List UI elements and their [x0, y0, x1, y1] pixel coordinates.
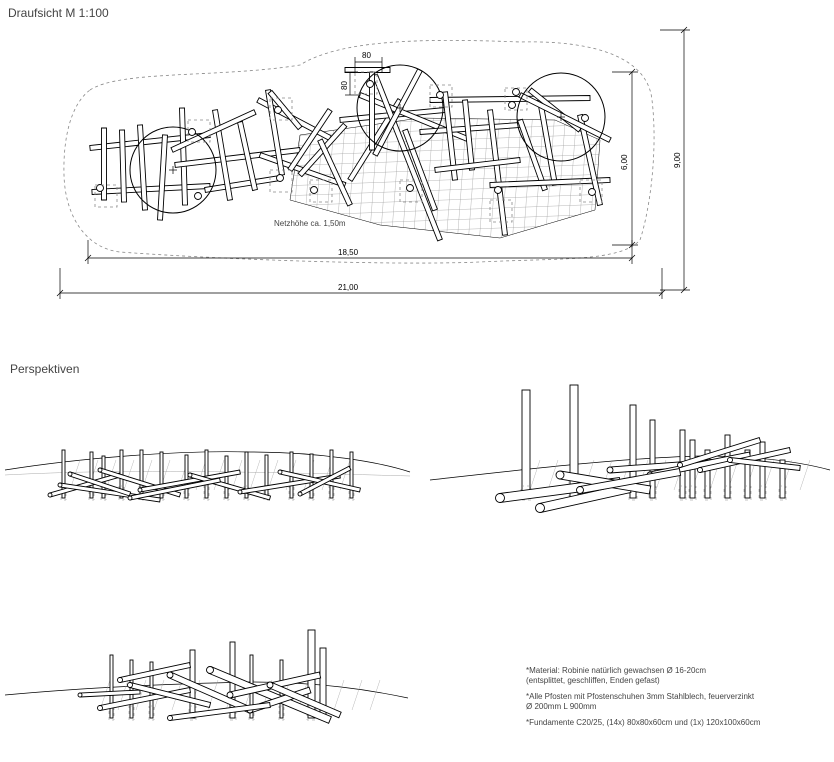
plan-posts: [96, 80, 596, 200]
plan-circles: [129, 64, 606, 214]
dim-total-depth: 9,00: [673, 152, 682, 168]
dim-post-width: 80: [362, 51, 371, 60]
perspectives-title: Perspektiven: [10, 362, 80, 376]
plan-title: Draufsicht M 1:100: [8, 6, 109, 20]
dim-total-length: 21,00: [338, 283, 359, 292]
plan-logs: [89, 67, 612, 242]
dim-net-length: 18,50: [338, 248, 359, 257]
note-posts-line1: *Alle Pfosten mit Pfostenschuhen 3mm Sta…: [526, 692, 755, 701]
notes-block: *Material: Robinie natürlich gewachsen Ø…: [526, 666, 826, 734]
dim-post-height: 80: [340, 81, 349, 90]
site-outline: [63, 39, 655, 264]
net-height-label: Netzhöhe ca. 1,50m: [274, 219, 346, 228]
dimensions: 18,50 21,00 6,00 9,00: [56, 26, 690, 299]
note-posts-line2: Ø 200mm L 900mm: [526, 702, 597, 711]
perspective-1: [4, 449, 411, 503]
dim-net-depth: 6,00: [620, 154, 629, 170]
note-material-line1: *Material: Robinie natürlich gewachsen Ø…: [526, 666, 707, 675]
note-material-line2: (entsplittet, geschliffen, Enden gefast): [526, 676, 660, 685]
note-foundations: *Fundamente C20/25, (14x) 80x80x60cm und…: [526, 718, 826, 728]
perspective-3: [4, 629, 409, 724]
note-material: *Material: Robinie natürlich gewachsen Ø…: [526, 666, 826, 686]
foundations: [94, 71, 603, 223]
note-posts: *Alle Pfosten mit Pfostenschuhen 3mm Sta…: [526, 692, 826, 712]
plan-view: Netzhöhe ca. 1,50m 18,50 21,00 6,00: [56, 26, 690, 299]
note-foundations-line1: *Fundamente C20/25, (14x) 80x80x60cm und…: [526, 718, 761, 727]
perspective-2: [429, 384, 831, 513]
